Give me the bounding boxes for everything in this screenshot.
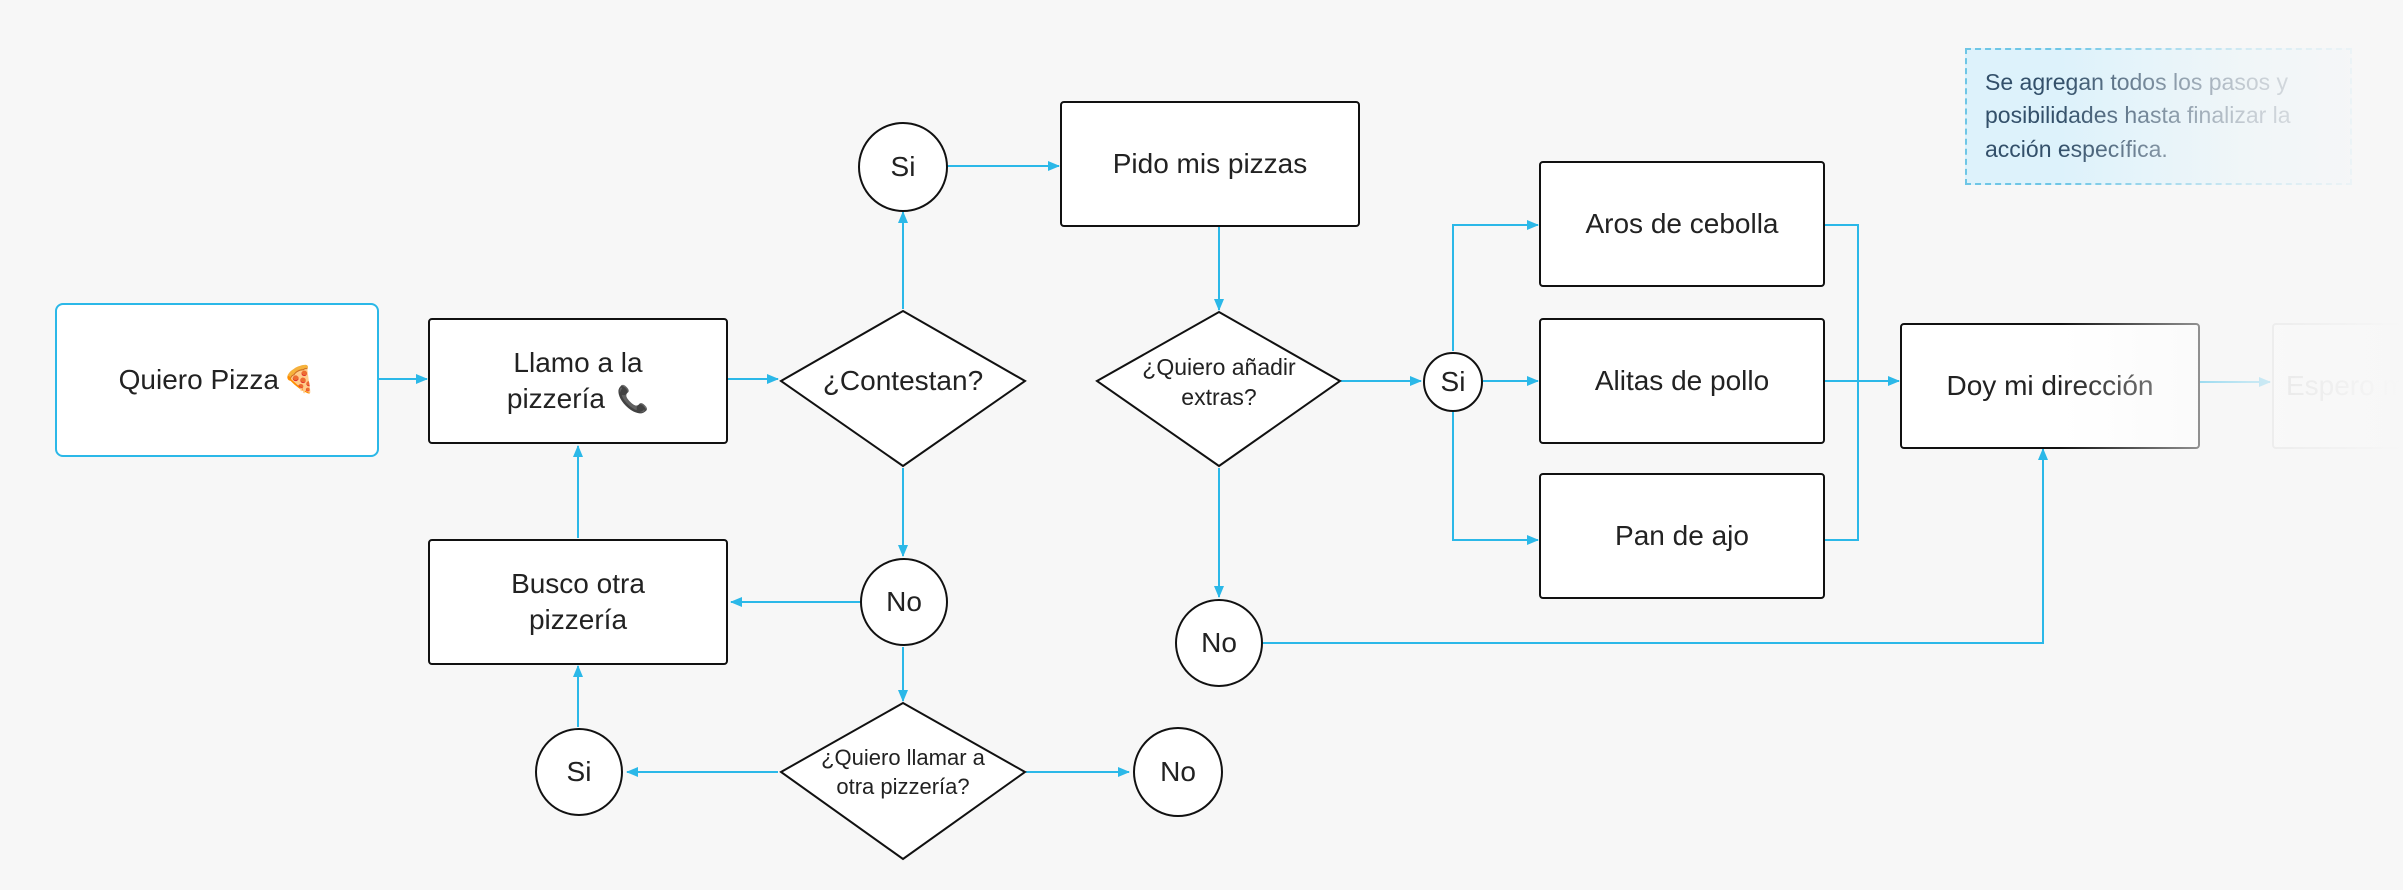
answer-no-label: No (886, 585, 922, 617)
garlic-bread-node[interactable]: Pan de ajo (1539, 473, 1825, 599)
find-other-label: Busco otra pizzería (511, 567, 645, 635)
callother-decision-label: ¿Quiero llamar a otra pizzería? (821, 745, 985, 799)
start-node[interactable]: Quiero Pizza 🍕 (55, 303, 379, 457)
decision-diamond-answer[interactable] (779, 309, 1027, 468)
find-other-node[interactable]: Busco otra pizzería (428, 539, 728, 665)
decision-diamond-callother[interactable] (779, 701, 1027, 861)
extras-no-label: No (1201, 626, 1237, 658)
call-node[interactable]: Llamo a la pizzería 📞 (428, 318, 728, 444)
answer-yes-label: Si (890, 150, 916, 182)
address-label: Doy mi dirección (1946, 369, 2154, 401)
garlic-bread-label: Pan de ajo (1615, 519, 1749, 551)
address-node[interactable]: Doy mi dirección (1900, 323, 2200, 449)
connector-onion-merge (1824, 224, 1859, 541)
callother-yes-node[interactable]: Si (535, 728, 623, 816)
connector-yes-to-onion (1452, 220, 1539, 351)
onion-rings-label: Aros de cebolla (1585, 207, 1779, 239)
extras-yes-label: Si (1440, 365, 1466, 397)
extras-decision-label: ¿Quiero añadir extras? (1142, 354, 1296, 410)
connector-no-to-address (1263, 448, 2048, 644)
wait-label: Espero mi pizza (2286, 369, 2403, 401)
callother-no-node[interactable]: No (1133, 727, 1223, 817)
pizza-icon: 🍕 (282, 364, 316, 395)
phone-icon: 📞 (616, 384, 650, 414)
sticky-note-text: Se agregan todos los pasos y posibilidad… (1985, 69, 2291, 162)
chicken-wings-node[interactable]: Alitas de pollo (1539, 318, 1825, 444)
order-label: Pido mis pizzas (1112, 147, 1308, 179)
sticky-note[interactable]: Se agregan todos los pasos y posibilidad… (1965, 48, 2352, 185)
wait-node[interactable]: Espero mi pizza (2272, 323, 2403, 449)
start-label: Quiero Pizza (118, 363, 279, 395)
extras-no-node[interactable]: No (1175, 599, 1263, 687)
answer-no-node[interactable]: No (860, 558, 948, 646)
order-node[interactable]: Pido mis pizzas (1060, 101, 1360, 227)
callother-yes-label: Si (566, 755, 592, 787)
call-label: Llamo a la pizzería (506, 346, 643, 414)
call-content: Llamo a la pizzería 📞 (470, 345, 686, 418)
callother-no-label: No (1160, 755, 1196, 787)
extras-yes-node[interactable]: Si (1423, 352, 1483, 412)
connector-yes-to-garlic (1452, 411, 1539, 545)
answer-yes-node[interactable]: Si (858, 122, 948, 212)
answer-decision-label: ¿Contestan? (822, 364, 984, 396)
onion-rings-node[interactable]: Aros de cebolla (1539, 161, 1825, 287)
decision-diamond-extras[interactable] (1095, 310, 1342, 468)
chicken-wings-label: Alitas de pollo (1594, 364, 1770, 396)
